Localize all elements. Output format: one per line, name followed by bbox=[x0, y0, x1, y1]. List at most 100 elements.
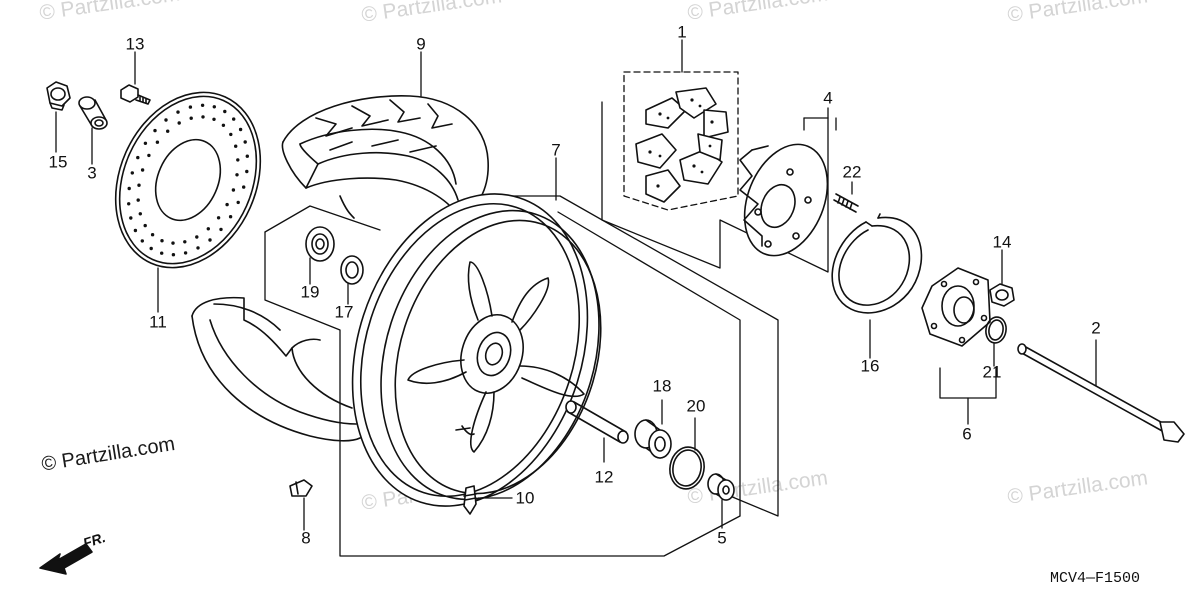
disc-hole bbox=[200, 103, 205, 108]
disc-hole bbox=[160, 239, 164, 243]
callout-1: 1 bbox=[677, 22, 687, 42]
callout-8: 8 bbox=[301, 528, 311, 548]
disc-hole bbox=[231, 188, 236, 192]
part-22-stud bbox=[833, 193, 859, 213]
part-1-damper-rubbers bbox=[635, 87, 729, 203]
part-16-circlip bbox=[831, 213, 923, 314]
disc-hole bbox=[235, 173, 239, 177]
disc-hole bbox=[164, 118, 168, 122]
part-20-o-ring bbox=[669, 446, 705, 490]
disc-hole bbox=[242, 185, 246, 189]
disc-hole bbox=[229, 132, 233, 137]
callout-14: 14 bbox=[992, 232, 1012, 252]
disc-hole bbox=[216, 216, 221, 220]
part-5-collar bbox=[707, 473, 735, 501]
part-tire-lower-half bbox=[191, 296, 361, 442]
disc-hole bbox=[143, 223, 147, 228]
callout-9: 9 bbox=[416, 34, 426, 54]
disc-hole bbox=[225, 202, 229, 207]
callout-2: 2 bbox=[1091, 318, 1101, 338]
disc-hole bbox=[150, 233, 155, 237]
part-18-bearing bbox=[634, 419, 672, 459]
disc-hole bbox=[129, 216, 133, 220]
disc-hole bbox=[234, 144, 238, 148]
callout-11: 11 bbox=[149, 312, 167, 332]
disc-hole bbox=[188, 105, 193, 109]
callout-20: 20 bbox=[686, 396, 706, 416]
disc-hole bbox=[189, 116, 193, 120]
part-2-axle bbox=[1017, 343, 1185, 443]
disc-hole bbox=[236, 158, 240, 162]
disc-hole bbox=[127, 202, 131, 206]
part-7-wheel-rim bbox=[351, 193, 602, 507]
disc-hole bbox=[130, 171, 134, 175]
callout-12: 12 bbox=[594, 467, 614, 487]
callout-6: 6 bbox=[962, 424, 972, 444]
disc-hole bbox=[127, 186, 131, 191]
part-10-valve bbox=[463, 485, 477, 515]
disc-hole bbox=[140, 168, 145, 172]
callout-17: 17 bbox=[334, 302, 354, 322]
disc-hole bbox=[166, 129, 170, 133]
leader-lines bbox=[55, 39, 1097, 531]
part-11-brake-disc bbox=[114, 91, 262, 269]
part-8-clip bbox=[289, 479, 313, 497]
part-6-hub bbox=[921, 267, 991, 347]
part-15-nut bbox=[46, 81, 71, 111]
part-4-driven-flange bbox=[739, 143, 829, 257]
part-21-o-ring bbox=[985, 316, 1007, 344]
disc-hole bbox=[243, 140, 247, 144]
disc-hole bbox=[155, 140, 160, 144]
part-17-bearing bbox=[340, 255, 364, 285]
disc-hole bbox=[143, 141, 148, 145]
callout-13: 13 bbox=[125, 34, 145, 54]
part-13-bolt bbox=[120, 84, 151, 105]
disc-hole bbox=[245, 154, 249, 158]
disc-hole bbox=[201, 115, 205, 119]
callout-19: 19 bbox=[300, 282, 320, 302]
disc-hole bbox=[136, 198, 140, 202]
disc-hole bbox=[208, 238, 212, 242]
callout-22: 22 bbox=[842, 162, 862, 182]
disc-hole bbox=[196, 246, 200, 250]
callout-7: 7 bbox=[551, 140, 561, 160]
disc-hole bbox=[183, 240, 187, 244]
disc-hole bbox=[232, 117, 236, 121]
callout-5: 5 bbox=[717, 528, 727, 548]
part-3-collar bbox=[78, 96, 108, 130]
disc-hole bbox=[153, 128, 157, 133]
disc-hole bbox=[245, 169, 249, 174]
callout-18: 18 bbox=[652, 376, 672, 396]
callout-16: 16 bbox=[860, 356, 880, 376]
disc-hole bbox=[183, 251, 188, 255]
disc-hole bbox=[236, 200, 240, 205]
disc-hole bbox=[238, 127, 243, 132]
callout-4: 4 bbox=[823, 88, 833, 108]
part-19-bearing bbox=[305, 226, 335, 262]
disc-hole bbox=[149, 246, 153, 251]
disc-hole bbox=[177, 121, 181, 125]
disc-hole bbox=[212, 117, 216, 122]
disc-hole bbox=[171, 253, 176, 257]
disc-hole bbox=[223, 109, 227, 114]
disc-hole bbox=[221, 123, 226, 128]
disc-hole bbox=[160, 251, 164, 255]
disc-hole bbox=[138, 212, 142, 216]
disc-hole bbox=[147, 153, 151, 158]
disc-hole bbox=[195, 235, 199, 239]
disc-hole bbox=[206, 227, 210, 231]
callout-15: 15 bbox=[48, 152, 68, 172]
part-9-tire bbox=[281, 95, 489, 219]
diagram-code: MCV4—F1500 bbox=[1050, 570, 1141, 587]
part-12-spacer bbox=[565, 400, 629, 444]
disc-hole bbox=[212, 105, 216, 109]
front-direction-arrow bbox=[39, 543, 93, 575]
disc-hole bbox=[140, 239, 144, 243]
disc-hole bbox=[219, 227, 223, 232]
disc-hole bbox=[136, 155, 140, 160]
part-14-nut bbox=[989, 283, 1015, 307]
disc-hole bbox=[133, 228, 138, 233]
disc-hole bbox=[171, 241, 175, 245]
